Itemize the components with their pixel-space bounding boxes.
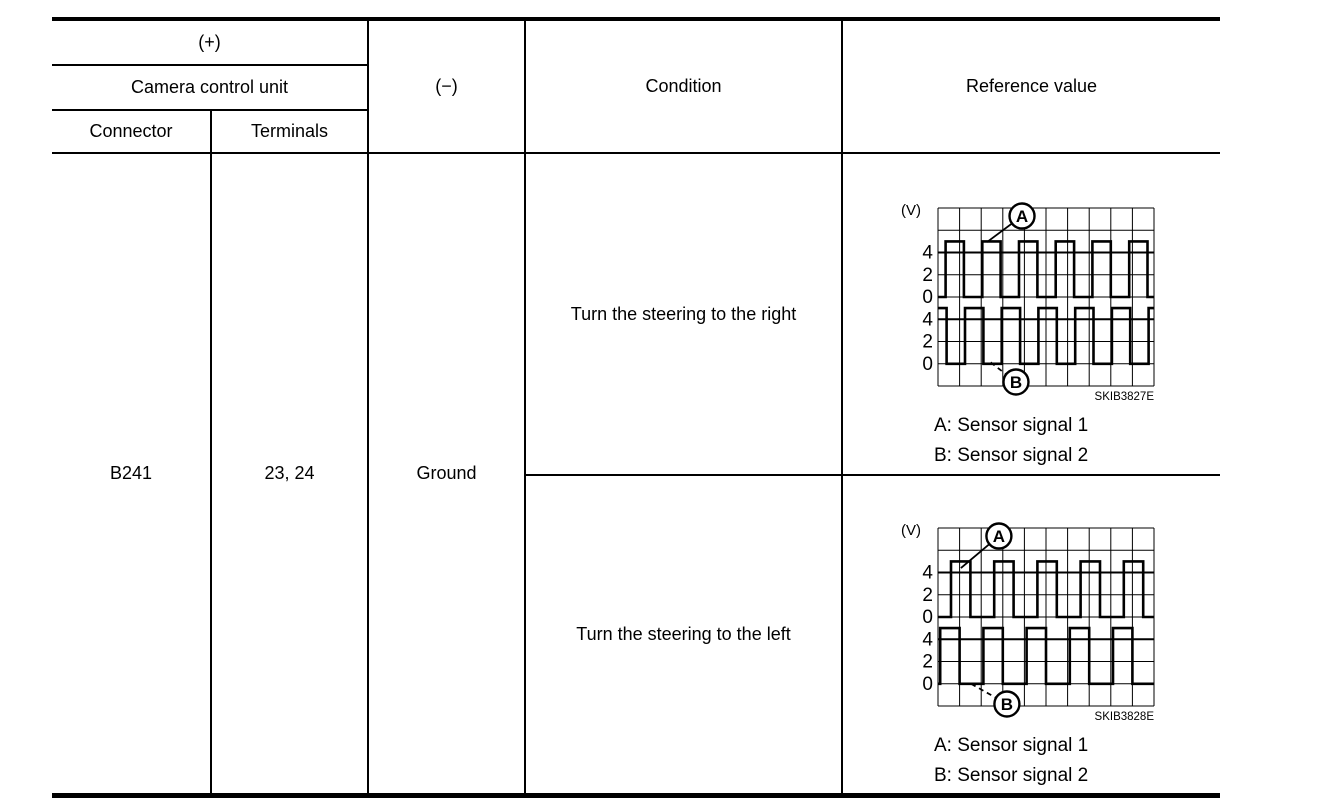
y-tick-label: 2 bbox=[922, 652, 933, 673]
condition-right-text: Turn the steering to the right bbox=[570, 303, 797, 324]
trace-a bbox=[938, 240, 1154, 299]
label-circle-b bbox=[993, 690, 1021, 718]
y-tick-label: 2 bbox=[922, 332, 933, 353]
label-letter-b: B bbox=[1010, 373, 1022, 392]
y-tick-label: 0 bbox=[922, 674, 933, 695]
header-plus-label: (+) bbox=[198, 32, 221, 52]
minus-value: Ground bbox=[416, 462, 477, 483]
y-tick-label: 0 bbox=[922, 607, 933, 628]
y-tick-label: 2 bbox=[922, 585, 933, 606]
header-unit-label: Camera control unit bbox=[130, 77, 289, 97]
y-tick-label: 0 bbox=[922, 354, 933, 375]
header-connector-label: Connector bbox=[89, 121, 173, 141]
minus-value-cell: Ground bbox=[367, 152, 526, 796]
label-circle-a bbox=[985, 522, 1013, 550]
label-letter-a: A bbox=[1016, 207, 1028, 226]
header-reference-label: Reference value bbox=[965, 76, 1098, 96]
y-tick-label: 4 bbox=[922, 243, 933, 264]
header-condition-label: Condition bbox=[645, 76, 722, 96]
leader-line-b bbox=[970, 683, 1008, 706]
header-plus-cell: (+) bbox=[52, 18, 369, 66]
condition-left-text: Turn the steering to the left bbox=[576, 623, 791, 644]
trace-a bbox=[938, 560, 1154, 619]
connector-value: B241 bbox=[109, 462, 153, 483]
y-tick-label: 4 bbox=[922, 309, 933, 330]
header-terminals-cell: Terminals bbox=[210, 109, 369, 154]
terminals-value-cell: 23, 24 bbox=[210, 152, 369, 796]
volts-unit-label: (V) bbox=[901, 522, 921, 539]
label-letter-b: B bbox=[1001, 695, 1013, 714]
terminal-reference-table: (+) (−) Condition Reference value Camera… bbox=[52, 17, 1220, 798]
header-unit-cell: Camera control unit bbox=[52, 64, 369, 111]
label-circle-a bbox=[1008, 202, 1036, 230]
figure-id-label: SKIB3828E bbox=[1095, 711, 1155, 723]
connector-value-cell: B241 bbox=[52, 152, 212, 796]
header-condition-cell: Condition bbox=[524, 18, 843, 154]
signal-caption-a: A: Sensor signal 1 bbox=[934, 415, 1088, 436]
y-tick-label: 2 bbox=[922, 265, 933, 286]
trace-b bbox=[938, 627, 1154, 686]
signal-caption-b: B: Sensor signal 2 bbox=[934, 765, 1088, 786]
signal-caption-b: B: Sensor signal 2 bbox=[934, 445, 1088, 466]
leader-line-b bbox=[988, 360, 1017, 383]
trace-b bbox=[938, 306, 1154, 366]
header-reference-cell: Reference value bbox=[841, 18, 1220, 154]
volts-unit-label: (V) bbox=[901, 202, 921, 219]
condition-left-cell: Turn the steering to the left bbox=[525, 474, 843, 796]
signal-caption-a: A: Sensor signal 1 bbox=[934, 735, 1088, 756]
header-connector-cell: Connector bbox=[52, 109, 212, 154]
condition-right-cell: Turn the steering to the right bbox=[524, 152, 843, 476]
header-minus-cell: (−) bbox=[367, 18, 526, 154]
label-letter-a: A bbox=[993, 527, 1005, 546]
figure-id-label: SKIB3827E bbox=[1095, 391, 1155, 403]
y-tick-label: 0 bbox=[922, 287, 933, 308]
y-tick-label: 4 bbox=[922, 563, 933, 584]
label-circle-b bbox=[1002, 368, 1030, 396]
header-minus-label: (−) bbox=[435, 76, 458, 96]
terminals-value: 23, 24 bbox=[264, 462, 315, 483]
y-tick-label: 4 bbox=[922, 630, 933, 651]
header-terminals-label: Terminals bbox=[250, 121, 329, 141]
